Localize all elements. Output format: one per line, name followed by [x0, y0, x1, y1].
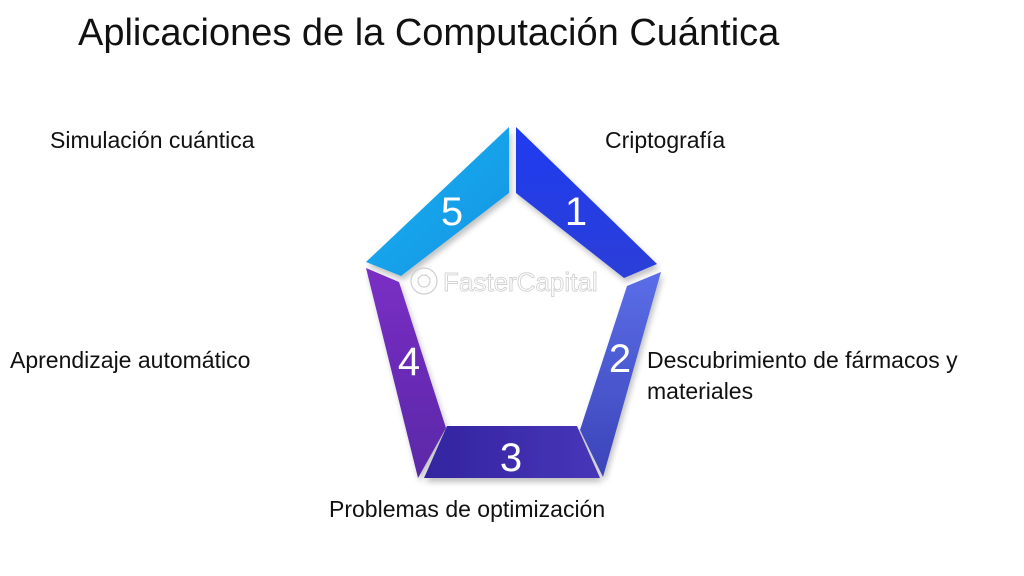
segment-4-number: 4 [398, 340, 420, 384]
segment-3 [424, 426, 600, 478]
watermark-text: FasterCapital [443, 267, 598, 297]
label-descubrimiento-line-1: Descubrimiento de fármacos y [647, 347, 958, 373]
label-simulacion: Simulación cuántica [50, 127, 255, 153]
label-aprendizaje: Aprendizaje automático [10, 347, 251, 373]
label-descubrimiento: Descubrimiento de fármacos y materiales [647, 345, 958, 407]
segment-2 [580, 272, 661, 477]
segment-1 [516, 127, 657, 278]
label-criptografia: Criptografía [605, 127, 726, 153]
segment-3-number: 3 [500, 436, 522, 480]
segment-5 [366, 127, 509, 276]
segment-4 [366, 268, 446, 478]
segment-5-number: 5 [441, 190, 463, 234]
segment-2-number: 2 [609, 337, 631, 381]
segment-1-number: 1 [565, 190, 587, 234]
page-title: Aplicaciones de la Computación Cuántica [78, 12, 780, 54]
label-optimizacion: Problemas de optimización [329, 496, 606, 522]
label-descubrimiento-line-2: materiales [647, 378, 754, 404]
watermark-logo: FasterCapital [410, 267, 598, 297]
